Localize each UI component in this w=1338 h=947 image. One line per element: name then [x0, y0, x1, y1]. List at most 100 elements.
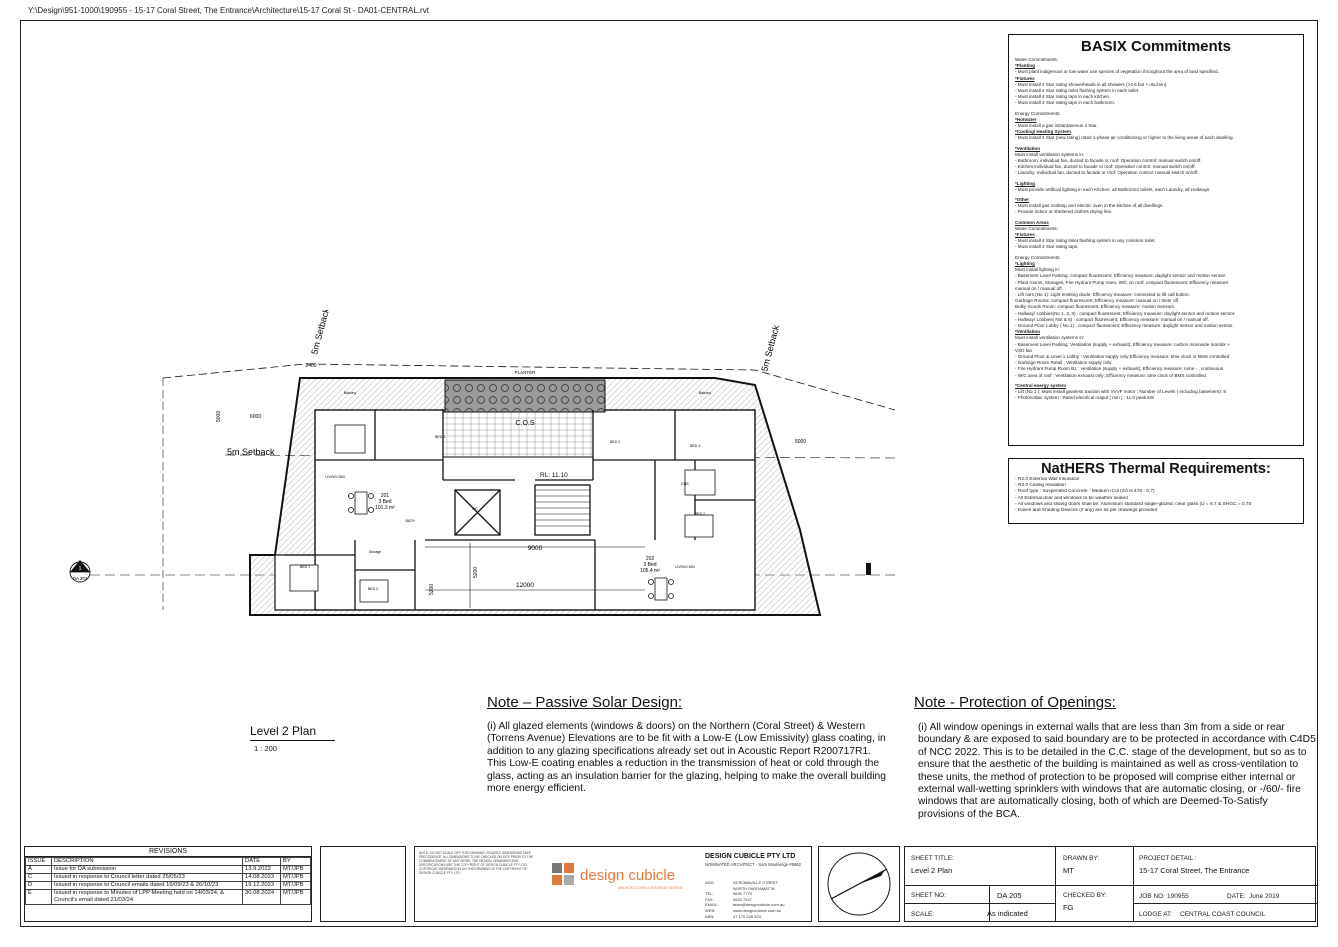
basix-line: - Must install 4 Star rating showerheads…	[1015, 81, 1168, 87]
scale-value: As indicated	[987, 909, 1028, 918]
basix-line: *Lighting	[1015, 260, 1035, 266]
dim-6000: 6000	[250, 414, 261, 420]
protection-openings-title: Note - Protection of Openings:	[914, 694, 1116, 711]
scale-label: SCALE:	[911, 911, 935, 918]
basix-line: - Must plant indigenous or low water use…	[1015, 69, 1219, 75]
basix-line: *Hotwater	[1015, 116, 1037, 122]
revision-cell: 30.08.2024	[242, 889, 281, 905]
firm-logo-tag: ARCHITECTURE & INTERIOR DESIGN	[618, 886, 683, 890]
passive-solar-body: (i) All glazed elements (windows & doors…	[487, 721, 886, 795]
basix-line: - Garbage Room Retail : Ventilation supp…	[1015, 360, 1112, 366]
sheet-no: DA 205	[997, 891, 1022, 900]
dim-5200-left: 5200	[429, 584, 435, 595]
sheet-frame	[20, 20, 1318, 927]
unit-202-num: 202	[646, 556, 655, 562]
rev-header-issue: ISSUE	[25, 857, 52, 866]
basix-line: - Photovoltaic system : Rated electrical…	[1015, 395, 1155, 401]
firm-box: NOTE: DO NOT SCALE OFF THIS DRAWING. FIG…	[414, 846, 812, 922]
revisions-title: REVISIONS	[25, 847, 311, 857]
revision-cell: Issued in response to Council letter dat…	[50, 873, 244, 882]
basix-line: - Basement Level Parking: compact fluore…	[1015, 273, 1227, 279]
basix-line: - Provide indoor or sheltered clothes dr…	[1015, 209, 1113, 215]
basix-line: - Basement Level Parking: Ventilation (s…	[1015, 341, 1230, 347]
basix-line: *Planting	[1015, 63, 1035, 69]
basix-commitments: BASIX Commitments Water Commitments:*Pla…	[1008, 34, 1304, 446]
revision-cell: MT/JPB	[280, 889, 311, 905]
nathers-requirements: NatHERS Thermal Requirements: - R2.0 Ext…	[1008, 458, 1304, 524]
room-tag: Balcony	[699, 391, 712, 395]
firm-contact-value: NORTH PARRAMATTA	[733, 885, 775, 891]
checked-label: CHECKED BY:	[1063, 892, 1107, 899]
date-label: DATE:	[1227, 893, 1246, 900]
project-value: 15-17 Coral Street, The Entrance	[1139, 866, 1250, 875]
dim-2400: 2400	[305, 363, 316, 369]
sheet-title-label: SHEET TITLE:	[911, 855, 954, 862]
basix-line: Garbage Rooms: compact fluorescent; Effi…	[1015, 298, 1180, 304]
section-marker-num: 1	[79, 566, 82, 572]
firm-contact-value: 9630 7247	[733, 896, 752, 902]
revision-cell: Issue for DA submission	[50, 865, 244, 874]
basix-line: *Ventilation	[1015, 329, 1041, 335]
section-marker[interactable]: 1 DA 303	[69, 560, 91, 583]
revision-cell: 19.12.2023	[242, 881, 281, 890]
room-tag: ENS	[681, 482, 689, 486]
setback-label-left: 5m Setback	[227, 447, 275, 457]
room-tag: Storage	[369, 550, 381, 554]
basix-line: manual on / manual off.	[1015, 285, 1063, 291]
revision-cell: MT/JPB	[280, 873, 311, 882]
plan-scale: 1 : 200	[254, 744, 277, 753]
basix-line: VSD fan	[1015, 347, 1033, 353]
basix-line: *Other	[1015, 197, 1030, 203]
basix-line: - Hallway/ Lobbies(No 1, 2, 3) : compact…	[1015, 310, 1236, 316]
room-tag: LIVING/ DIN	[675, 565, 695, 569]
room-tag: LIVING/ DIN	[325, 475, 345, 479]
unit-201-num: 201	[381, 493, 390, 499]
sheet-info: SHEET TITLE: Level 2 Plan SHEET NO: DA 2…	[904, 846, 1317, 922]
firm-contact-value: 43 ROMAVILLE STREET	[733, 880, 779, 885]
revision-cell: Issued in response to Minutes of LPP Mee…	[50, 889, 244, 905]
firm-notes: NOTE: DO NOT SCALE OFF THIS DRAWING. FIG…	[419, 851, 534, 876]
lodge-value: CENTRAL COAST COUNCIL	[1180, 911, 1266, 918]
rev-header-desc: DESCRIPTION	[50, 857, 244, 866]
passive-solar-title: Note – Passive Solar Design:	[487, 694, 683, 711]
firm-logo: design cubicle ARCHITECTURE & INTERIOR D…	[552, 863, 683, 890]
protection-openings-body: (i) All window openings in external wall…	[918, 722, 1316, 820]
dim-12000: 12000	[516, 582, 534, 589]
drawn-label: DRAWN BY:	[1063, 855, 1100, 862]
unit-201-area: 101.2 m²	[375, 505, 395, 511]
firm-contact-label: ADD:	[705, 880, 715, 885]
basix-line: Energy Commitments:	[1015, 110, 1061, 116]
basix-line: *Ventilation	[1015, 145, 1041, 151]
room-tag: BED 2	[368, 587, 378, 591]
dim-5000-left: 5000	[216, 411, 222, 422]
sheet-title: Level 2 Plan	[911, 866, 953, 875]
basix-line: Energy Commitments:	[1015, 254, 1061, 260]
basix-line: *Fixtures	[1015, 75, 1035, 81]
revision-cell: C	[25, 873, 52, 882]
lodge-label: LODGE AT:	[1139, 911, 1173, 918]
project-label: PROJECT DETAIL :	[1139, 855, 1197, 862]
room-tag: BED 3	[690, 444, 700, 448]
unit-201-type: 3 Bed	[378, 499, 391, 505]
file-path: Y:\Design\951-1000\190955 - 15-17 Coral …	[28, 6, 429, 15]
basix-line: - Must install 4 Star rating taps in eac…	[1015, 94, 1111, 100]
basix-line: Must install lighting in:	[1015, 267, 1060, 273]
firm-contact-value: 9630 7779	[733, 891, 752, 897]
nathers-line: - All windows and sliding doors shall be…	[1015, 501, 1252, 507]
firm-logo-text: design cubicle	[580, 867, 675, 884]
room-tag: BATH	[405, 519, 415, 523]
revision-cell: 13.9.2022	[242, 865, 281, 874]
firm-contact-value: www.designcubicle.com.au	[733, 907, 782, 913]
basix-line: *Fixtures	[1015, 232, 1035, 238]
drawn-value: MT	[1063, 866, 1074, 875]
basix-line: *Lighting	[1015, 180, 1035, 186]
firm-sub: NOMINATED ARCHITECT - Sam Moufarrige #68…	[705, 862, 801, 867]
room-tag: Balcony	[344, 391, 357, 395]
basix-line: - Must install 4 Star rating toilet flus…	[1015, 238, 1156, 244]
firm-contact-label: ABN:	[705, 913, 715, 919]
unit-202-type: 3 Bed	[643, 562, 656, 568]
plan-title: Level 2 Plan	[250, 724, 335, 741]
